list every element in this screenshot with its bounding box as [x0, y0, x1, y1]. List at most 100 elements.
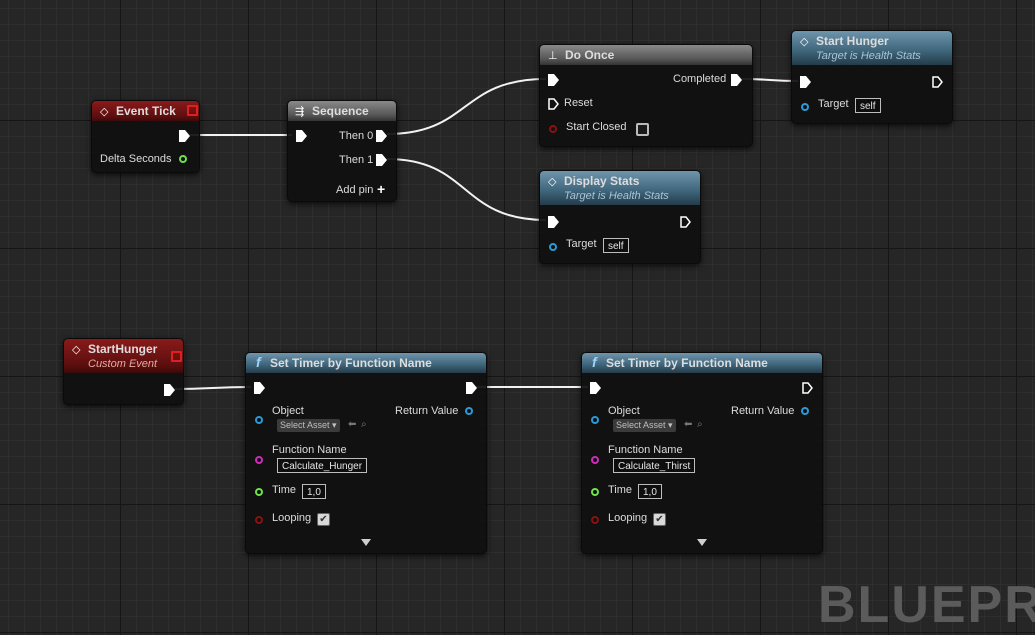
exec-out-pin[interactable]	[802, 382, 814, 394]
time-field[interactable]: 1,0	[638, 484, 662, 499]
display-stats-node[interactable]: ◇ Display Stats Target is Health Stats T…	[539, 170, 701, 264]
plus-icon[interactable]: +	[377, 181, 386, 197]
exec-in-pin[interactable]	[296, 130, 308, 142]
set-timer-node[interactable]: f Set Timer by Function Name Object Sele…	[245, 352, 487, 554]
time-field[interactable]: 1,0	[302, 484, 326, 499]
node-header	[540, 45, 752, 65]
node-header	[288, 101, 396, 121]
object-pin[interactable]	[801, 103, 809, 111]
node-header	[540, 171, 700, 205]
start-closed-checkbox[interactable]	[636, 123, 649, 136]
node-header	[64, 339, 183, 373]
exec-out-pin[interactable]	[466, 382, 478, 394]
node-header	[582, 353, 822, 373]
object-pin[interactable]	[549, 243, 557, 251]
bool-pin[interactable]	[591, 516, 599, 524]
browse-search-icon[interactable]: ⌕	[361, 419, 367, 430]
start-hunger-call-node[interactable]: ◇ Start Hunger Target is Health Stats Ta…	[791, 30, 953, 124]
pin-label: Function Name	[608, 444, 683, 456]
name-pin[interactable]	[255, 456, 263, 464]
float-pin[interactable]	[591, 488, 599, 496]
float-pin[interactable]	[255, 488, 263, 496]
pin-label: Start Closed	[566, 121, 627, 133]
set-timer-node[interactable]: f Set Timer by Function Name Object Sele…	[581, 352, 823, 554]
pin-label: Target	[818, 98, 849, 110]
node-title: Event Tick	[116, 104, 176, 118]
node-subtitle: Custom Event	[88, 358, 158, 370]
exec-out-pin[interactable]	[179, 130, 191, 142]
start-hunger-event-node[interactable]: ◇ StartHunger Custom Event	[63, 338, 184, 405]
node-header	[92, 101, 199, 121]
exec-out-pin[interactable]	[731, 74, 743, 86]
pin-label: Time	[272, 484, 297, 496]
pin-label: Looping	[608, 512, 648, 524]
function-diamond-icon: ◇	[800, 36, 809, 48]
function-name-field[interactable]: Calculate_Hunger	[277, 458, 368, 473]
object-pin[interactable]	[801, 407, 809, 415]
pin-label: Completed	[673, 73, 727, 85]
exec-in-pin[interactable]	[548, 74, 560, 86]
node-title: StartHunger	[88, 342, 158, 356]
expand-arrow-icon[interactable]	[697, 539, 707, 546]
exec-wire	[174, 386, 252, 390]
select-asset-dropdown[interactable]: Select Asset ▾	[277, 419, 340, 432]
exec-out-pin[interactable]	[932, 76, 944, 88]
pin-label: Function Name	[272, 444, 347, 456]
do-once-node[interactable]: ⊥ Do Once Completed Reset Start Closed	[539, 44, 753, 147]
exec-in-pin[interactable]	[590, 382, 602, 394]
expand-arrow-icon[interactable]	[361, 539, 371, 546]
node-title: Set Timer by Function Name	[270, 356, 432, 370]
pin-label: Target	[566, 238, 597, 250]
do-once-icon: ⊥	[548, 50, 558, 62]
delegate-pin-icon[interactable]	[187, 105, 198, 116]
delegate-pin-icon[interactable]	[171, 351, 182, 362]
pin-label: Time	[608, 484, 633, 496]
function-icon: f	[592, 354, 597, 370]
looping-checkbox[interactable]: ✔	[653, 513, 666, 526]
event-tick-node[interactable]: ◇ Event Tick Delta Seconds	[91, 100, 200, 173]
use-selected-arrow-icon[interactable]: ⬅	[348, 419, 357, 430]
exec-out-pin[interactable]	[376, 154, 388, 166]
object-pin[interactable]	[465, 407, 473, 415]
float-pin[interactable]	[179, 155, 187, 163]
pin-label: Then 1	[339, 154, 374, 166]
node-title: Do Once	[565, 48, 615, 62]
node-subtitle: Target is Health Stats	[564, 190, 669, 202]
pin-label: Reset	[564, 97, 593, 109]
looping-checkbox[interactable]: ✔	[317, 513, 330, 526]
exec-in-pin[interactable]	[548, 216, 560, 228]
exec-in-pin[interactable]	[548, 98, 560, 110]
browse-search-icon[interactable]: ⌕	[697, 419, 703, 430]
target-value[interactable]: self	[603, 238, 629, 253]
node-title: Set Timer by Function Name	[606, 356, 768, 370]
exec-out-pin[interactable]	[680, 216, 692, 228]
bool-pin[interactable]	[549, 125, 557, 133]
use-selected-arrow-icon[interactable]: ⬅	[684, 419, 693, 430]
exec-in-pin[interactable]	[254, 382, 266, 394]
exec-in-pin[interactable]	[800, 76, 812, 88]
pin-label: Object	[608, 405, 640, 417]
object-pin[interactable]	[255, 416, 263, 424]
pin-label: Return Value	[731, 405, 795, 417]
sequence-node[interactable]: ⇶ Sequence Then 0 Then 1 Add pin +	[287, 100, 397, 202]
function-name-field[interactable]: Calculate_Thirst	[613, 458, 696, 473]
select-asset-dropdown[interactable]: Select Asset ▾	[613, 419, 676, 432]
node-title: Display Stats	[564, 174, 640, 188]
pin-label: Object	[272, 405, 304, 417]
node-title: Sequence	[312, 104, 369, 118]
exec-out-pin[interactable]	[376, 130, 388, 142]
blueprint-watermark: BLUEPRI	[818, 576, 1035, 634]
object-pin[interactable]	[591, 416, 599, 424]
node-subtitle: Target is Health Stats	[816, 50, 921, 62]
exec-wire	[386, 78, 547, 135]
select-asset-label: Select Asset	[280, 420, 330, 430]
name-pin[interactable]	[591, 456, 599, 464]
exec-out-pin[interactable]	[164, 384, 176, 396]
sequence-icon: ⇶	[295, 106, 305, 118]
add-pin-button[interactable]: Add pin	[336, 184, 374, 196]
select-asset-label: Select Asset	[616, 420, 666, 430]
bool-pin[interactable]	[255, 516, 263, 524]
target-value[interactable]: self	[855, 98, 881, 113]
exec-wire	[386, 158, 547, 221]
